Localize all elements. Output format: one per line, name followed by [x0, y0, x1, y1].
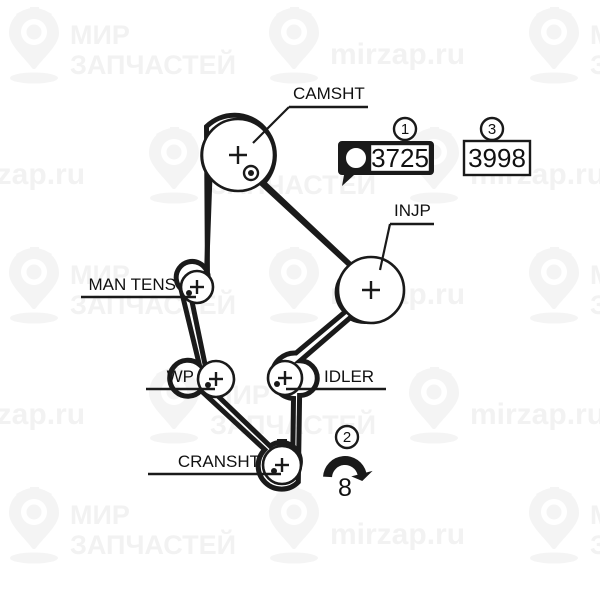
circled-number-1-text: 1 — [401, 121, 409, 138]
callout-1-group: 1 T 3725 — [338, 116, 434, 186]
t-badge-icon — [345, 147, 367, 169]
part-number-value-1: 3725 — [371, 143, 429, 173]
injp-label-group: INJP — [378, 201, 434, 271]
t-badge-icon-ring — [344, 146, 368, 170]
rotation-count-value: 8 — [338, 474, 352, 502]
camsht-label-leader-line — [252, 106, 290, 144]
injp-label-leader-line — [378, 223, 392, 271]
cransht-label-group: CRANSHT — [148, 452, 281, 476]
callout-2-group: 2 8 — [323, 424, 373, 502]
part-number-box-3 — [462, 139, 532, 177]
mantens-label-group: MAN TENS — [81, 275, 196, 299]
pulley-idler-stud — [274, 381, 280, 387]
clockwise-rotation-arrow-icon — [323, 456, 373, 481]
idler-label: IDLER — [324, 367, 374, 386]
pulley-wp — [196, 359, 236, 399]
camsht-label: CAMSHT — [293, 84, 365, 103]
circled-number-3-text: 3 — [488, 121, 496, 138]
injp-label: INJP — [394, 201, 431, 220]
part-number-box-1 — [368, 142, 432, 174]
wp-label-group: WP — [146, 367, 215, 391]
pulleys-group — [179, 117, 406, 486]
wp-label: WP — [167, 367, 194, 386]
camsht-label-group: CAMSHT — [252, 84, 368, 144]
circled-number-1 — [392, 116, 418, 142]
labels-group: CAMSHT INJP MAN TENS WP IDLER CRANSHT — [81, 84, 434, 476]
pulley-cransht-stud — [271, 468, 277, 474]
pulley-idler — [266, 359, 304, 397]
pulley-mantens-stud — [186, 290, 192, 296]
pulley-camsht-timing-mark-dot — [248, 170, 254, 176]
pulley-injp — [336, 255, 406, 325]
cransht-label: CRANSHT — [178, 452, 260, 471]
circled-number-2-text: 2 — [343, 429, 351, 446]
pulley-camsht — [200, 117, 276, 193]
circled-number-2 — [334, 424, 360, 450]
mantens-label: MAN TENS — [88, 275, 176, 294]
pulley-wp-stud — [205, 382, 211, 388]
idler-label-group: IDLER — [286, 367, 386, 391]
part-number-value-3: 3998 — [468, 143, 526, 173]
pulley-mantens — [179, 269, 215, 305]
pulley-cransht-key-tab — [277, 439, 287, 447]
t-badge-icon-letter: T — [351, 151, 360, 168]
callout-3-group: 3 3998 — [462, 116, 532, 177]
